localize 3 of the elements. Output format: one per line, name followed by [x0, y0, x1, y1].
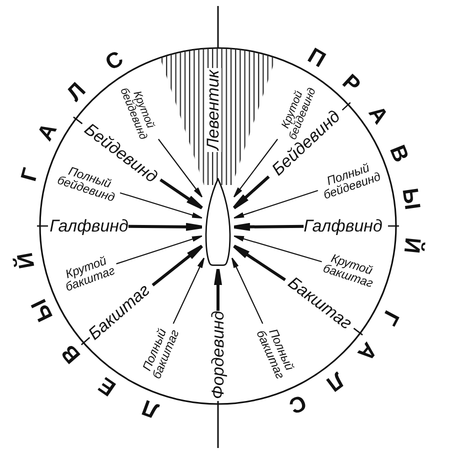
point-of-sail-label: Левентик [204, 68, 222, 152]
point-of-sail-label: Фордевинд [210, 310, 226, 400]
boat-icon [205, 178, 231, 266]
